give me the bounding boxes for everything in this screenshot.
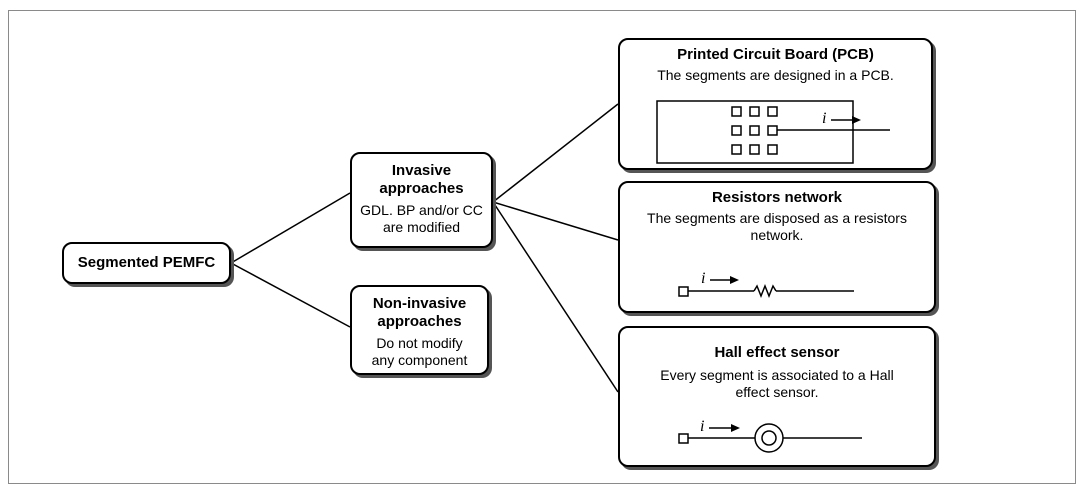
- segmented-pemfc-node: Segmented PEMFC: [62, 242, 231, 284]
- non-invasive-approaches-node: Non-invasive approaches Do not modify an…: [350, 285, 489, 375]
- resistors-description: The segments are disposed as a resistors…: [647, 210, 907, 243]
- connector-root-noninvasive: [230, 262, 351, 328]
- figure-frame: [8, 10, 1076, 484]
- resistor-circuit-icon: i: [678, 271, 854, 299]
- connector-invasive-hall: [492, 201, 619, 393]
- connector-root-invasive: [230, 192, 351, 264]
- hall-sensor-icon: i: [678, 420, 862, 453]
- resistors-title: Resistors network: [711, 189, 843, 206]
- resistors-network-node: Resistors network The segments are dispo…: [618, 181, 936, 313]
- non-invasive-title: Non-invasive approaches: [372, 295, 467, 330]
- segmented-pemfc-label: Segmented PEMFC: [77, 254, 216, 271]
- pcb-node: Printed Circuit Board (PCB) The segments…: [618, 38, 933, 170]
- pcb-segment-grid-icon: i: [656, 100, 890, 164]
- invasive-title: Invasive approaches: [379, 162, 464, 197]
- pcb-title: Printed Circuit Board (PCB): [677, 46, 874, 63]
- invasive-description: GDL. BP and/or CC are modified: [360, 202, 483, 235]
- hall-description: Every segment is associated to a Hall ef…: [660, 367, 894, 400]
- connector-invasive-resistors: [492, 201, 619, 241]
- hall-title: Hall effect sensor: [714, 344, 840, 361]
- pcb-description: The segments are designed in a PCB.: [657, 67, 894, 83]
- pcb-current-symbol: i: [822, 110, 826, 127]
- hall-current-symbol: i: [700, 420, 704, 435]
- connector-invasive-pcb: [492, 103, 619, 203]
- hall-effect-sensor-node: Hall effect sensor Every segment is asso…: [618, 326, 936, 467]
- invasive-approaches-node: Invasive approaches GDL. BP and/or CC ar…: [350, 152, 493, 248]
- resistors-current-symbol: i: [701, 271, 705, 287]
- non-invasive-description: Do not modify any component: [371, 335, 468, 368]
